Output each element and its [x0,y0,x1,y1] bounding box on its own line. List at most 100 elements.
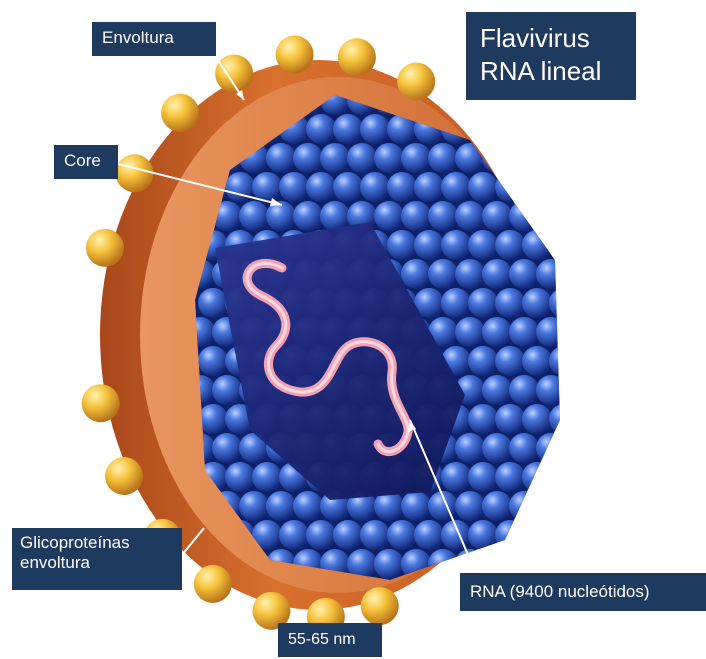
capsid-sphere [495,288,525,318]
capsid-sphere [266,143,296,173]
capsid-sphere [549,114,579,144]
capsid-sphere [320,143,350,173]
capsid-sphere [374,143,404,173]
capsid-sphere [468,172,498,202]
capsid-sphere [279,172,309,202]
capsid-sphere [441,288,471,318]
capsid-sphere [212,433,242,463]
capsid-sphere [536,317,566,347]
capsid-sphere [549,462,579,492]
glycoprotein-label-line2: envoltura [20,553,174,573]
capsid-sphere [401,143,431,173]
capsid-sphere [239,201,269,231]
capsid-sphere [549,346,579,376]
capsid-sphere [482,491,512,521]
capsid-sphere [306,114,336,144]
capsid-sphere [468,288,498,318]
capsid-sphere [428,143,458,173]
capsid-sphere [401,201,431,231]
capsid-sphere [212,375,242,405]
capsid-sphere [374,549,404,579]
capsid-sphere [495,346,525,376]
glycoprotein-knob [338,38,376,76]
glycoprotein-knob [397,63,435,101]
glycoprotein-knob [116,154,154,192]
capsid-sphere [428,549,458,579]
capsid-sphere [536,433,566,463]
capsid-sphere [239,491,269,521]
capsid-sphere [441,230,471,260]
capsid-sphere [306,520,336,550]
capsid-sphere [522,520,552,550]
capsid-sphere [198,288,228,318]
capsid-sphere [536,375,566,405]
capsid-sphere [495,114,525,144]
capsid-sphere [495,520,525,550]
capsid-sphere [387,230,417,260]
title-line2: RNA lineal [480,55,622,88]
glycoprotein-knob [105,457,143,495]
capsid-sphere [293,143,323,173]
capsid-sphere [455,201,485,231]
capsid-sphere [428,259,458,289]
capsid-sphere [387,520,417,550]
capsid-sphere [455,491,485,521]
capsid-sphere [468,462,498,492]
capsid-sphere [455,143,485,173]
capsid-sphere [225,462,255,492]
glycoprotein-knob [194,565,232,603]
capsid-sphere [549,404,579,434]
rna-label: RNA (9400 nucleótidos) [460,573,706,611]
capsid-sphere [509,201,539,231]
capsid-sphere [509,317,539,347]
glycoprotein-knob [276,36,314,74]
capsid-sphere [428,201,458,231]
capsid-sphere [333,114,363,144]
capsid-sphere [522,114,552,144]
capsid-sphere [549,288,579,318]
capsid-sphere [374,201,404,231]
capsid-sphere [293,201,323,231]
capsid-sphere [441,462,471,492]
capsid-sphere [522,404,552,434]
glycoprotein-label-line1: Glicoproteínas [20,533,174,553]
capsid-sphere [468,404,498,434]
capsid-sphere [266,491,296,521]
capsid-sphere [522,230,552,260]
capsid-sphere [482,143,512,173]
capsid-sphere [495,230,525,260]
capsid-sphere [495,462,525,492]
capsid-sphere [347,143,377,173]
size-label: 55-65 nm [278,623,382,657]
capsid-sphere [482,201,512,231]
capsid-sphere [360,114,390,144]
title-line1: Flavivirus [480,22,622,55]
capsid-sphere [522,172,552,202]
capsid-sphere [401,491,431,521]
capsid-sphere [441,172,471,202]
envelope-label: Envoltura [92,22,216,56]
capsid-sphere [455,433,485,463]
capsid-sphere [252,172,282,202]
capsid-sphere [455,317,485,347]
capsid-sphere [252,462,282,492]
capsid-sphere [509,375,539,405]
capsid-sphere [468,114,498,144]
capsid-sphere [549,230,579,260]
capsid-sphere [468,346,498,376]
capsid-sphere [549,172,579,202]
capsid-sphere [495,404,525,434]
capsid-sphere [536,201,566,231]
capsid-sphere [482,433,512,463]
capsid-sphere [306,172,336,202]
glycoprotein-knob [361,587,399,625]
capsid-sphere [482,317,512,347]
capsid-sphere [509,491,539,521]
capsid-sphere [468,230,498,260]
capsid-sphere [549,520,579,550]
capsid-sphere [536,259,566,289]
core-label: Core [54,145,118,179]
capsid-sphere [509,143,539,173]
capsid-sphere [401,259,431,289]
capsid-sphere [522,462,552,492]
